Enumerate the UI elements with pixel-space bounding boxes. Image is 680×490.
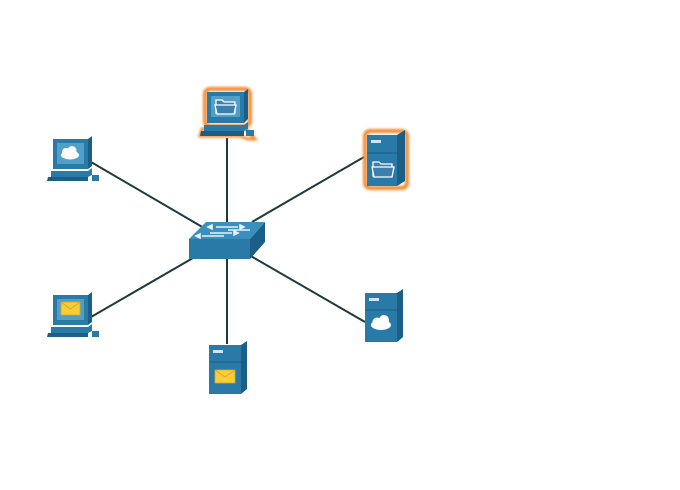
envelope-icon — [60, 301, 81, 316]
pc-email[interactable] — [47, 292, 99, 337]
server-icon — [209, 341, 247, 394]
server-ftp[interactable] — [363, 129, 409, 190]
server-web[interactable] — [365, 289, 403, 342]
envelope-icon — [214, 369, 236, 384]
cloud-icon — [61, 146, 79, 160]
folder-icon — [214, 99, 237, 115]
link-switch-server-web[interactable] — [248, 254, 366, 323]
selection-highlight — [363, 129, 409, 190]
switch[interactable] — [189, 222, 265, 259]
link-switch-server-ftp[interactable] — [251, 156, 365, 223]
server-email[interactable] — [209, 341, 247, 394]
link-switch-pc-web[interactable] — [90, 161, 205, 229]
pc-ftp[interactable] — [198, 87, 259, 141]
folder-icon — [371, 161, 395, 178]
link-switch-pc-email[interactable] — [90, 257, 194, 318]
links — [90, 138, 366, 344]
switch-icon — [189, 222, 265, 259]
pc-web[interactable] — [47, 136, 99, 181]
cloud-icon — [371, 315, 391, 330]
